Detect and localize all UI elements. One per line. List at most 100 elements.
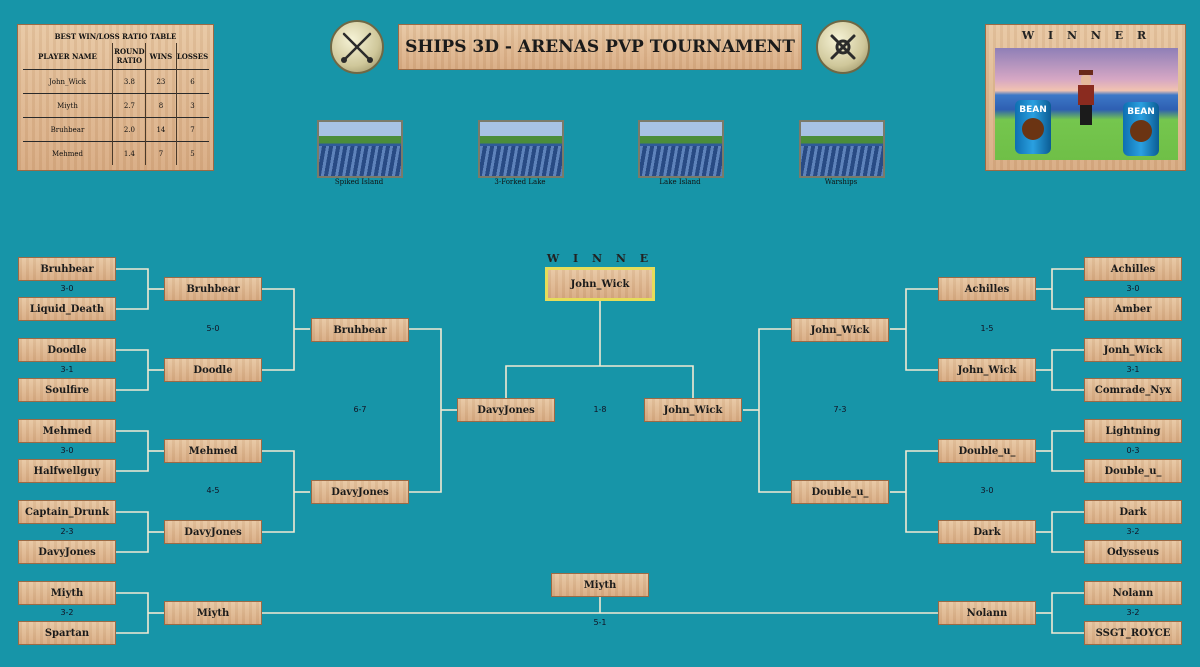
match-score: 3-1: [37, 365, 97, 374]
ratio-table-caption: BEST WIN/LOSS RATIO TABLE: [18, 32, 213, 41]
bracket-slot[interactable]: Jonh_Wick: [1084, 338, 1182, 362]
match-score: 6-7: [330, 405, 390, 414]
match-score: 2-3: [37, 527, 97, 536]
bracket-slot[interactable]: Nolann: [1084, 581, 1182, 605]
bracket-slot[interactable]: John_Wick: [644, 398, 742, 422]
bracket-slot[interactable]: Halfwellguy: [18, 459, 116, 483]
match-score: 3-2: [1103, 608, 1163, 617]
bean-can-left: BEAN: [1015, 100, 1051, 154]
bracket-slot[interactable]: DavyJones: [164, 520, 262, 544]
bracket-slot[interactable]: Doodle: [18, 338, 116, 362]
cell-player: Bruhbear: [23, 118, 113, 142]
bracket-slot[interactable]: SSGT_ROYCE: [1084, 621, 1182, 645]
cell-wins: 23: [146, 70, 176, 94]
bracket-slot[interactable]: Mehmed: [164, 439, 262, 463]
can-label: BEAN: [1121, 107, 1161, 117]
match-score: 3-0: [1103, 284, 1163, 293]
bracket-slot[interactable]: DavyJones: [457, 398, 555, 422]
bracket-slot[interactable]: Captain_Drunk: [18, 500, 116, 524]
cell-ratio: 1.4: [113, 142, 146, 166]
page-title: SHIPS 3D - ARENAS PVP TOURNAMENT: [398, 24, 802, 70]
match-score: 4-5: [183, 486, 243, 495]
map-thumbnail-spiked-island[interactable]: [317, 120, 403, 178]
bracket-slot[interactable]: Soulfire: [18, 378, 116, 402]
winner-character-figure: [1078, 70, 1094, 126]
col-round-ratio: ROUND RATIO: [113, 43, 146, 70]
cell-losses: 7: [176, 118, 208, 142]
bracket-slot[interactable]: Dark: [938, 520, 1036, 544]
bracket-slot[interactable]: Miyth: [164, 601, 262, 625]
col-wins: WINS: [146, 43, 176, 70]
col-player-name: PLAYER NAME: [23, 43, 113, 70]
match-score: 5-0: [183, 324, 243, 333]
cell-losses: 6: [176, 70, 208, 94]
bracket-slot[interactable]: Achilles: [1084, 257, 1182, 281]
match-score: 0-3: [1103, 446, 1163, 455]
bracket-slot[interactable]: John_Wick: [791, 318, 889, 342]
match-score: 5-1: [570, 618, 630, 627]
match-score: 3-2: [1103, 527, 1163, 536]
bracket-slot[interactable]: Spartan: [18, 621, 116, 645]
bracket-slot[interactable]: Nolann: [938, 601, 1036, 625]
bracket-slot[interactable]: Miyth: [18, 581, 116, 605]
match-score: 3-0: [37, 284, 97, 293]
bracket-slot[interactable]: Doodle: [164, 358, 262, 382]
map-label: 3-Forked Lake: [465, 178, 575, 186]
bracket-slot[interactable]: Amber: [1084, 297, 1182, 321]
cell-wins: 8: [146, 94, 176, 118]
col-losses: LOSSES: [176, 43, 208, 70]
map-label: Warships: [786, 178, 896, 186]
bracket-slot[interactable]: Comrade_Nyx: [1084, 378, 1182, 402]
bracket-slot[interactable]: DavyJones: [18, 540, 116, 564]
cell-ratio: 2.0: [113, 118, 146, 142]
cell-player: John_Wick: [23, 70, 113, 94]
bracket-slot[interactable]: Achilles: [938, 277, 1036, 301]
bracket-slot[interactable]: Mehmed: [18, 419, 116, 443]
bracket-slot[interactable]: Double_u_: [791, 480, 889, 504]
champion-slot[interactable]: John_Wick: [545, 267, 655, 301]
map-label: Lake Island: [625, 178, 735, 186]
bracket-slot[interactable]: Bruhbear: [164, 277, 262, 301]
map-label: Spiked Island: [304, 178, 414, 186]
map-thumbnail-warships[interactable]: [799, 120, 885, 178]
cell-wins: 14: [146, 118, 176, 142]
bracket-slot[interactable]: DavyJones: [311, 480, 409, 504]
bracket-slot[interactable]: Double_u_: [1084, 459, 1182, 483]
match-score: 7-3: [810, 405, 870, 414]
cell-losses: 3: [176, 94, 208, 118]
bracket-slot[interactable]: Lightning: [1084, 419, 1182, 443]
bracket-slot[interactable]: Dark: [1084, 500, 1182, 524]
match-score: 3-2: [37, 608, 97, 617]
cell-wins: 7: [146, 142, 176, 166]
match-score: 1-8: [570, 405, 630, 414]
crossed-swords-icon: [816, 20, 870, 74]
bracket-slot[interactable]: Bruhbear: [311, 318, 409, 342]
bracket-slot[interactable]: Double_u_: [938, 439, 1036, 463]
winner-panel: W I N N E R BEAN BEAN: [985, 24, 1186, 171]
map-thumbnail-3-forked-lake[interactable]: [478, 120, 564, 178]
match-score: 3-0: [37, 446, 97, 455]
winner-panel-label: W I N N E R: [986, 29, 1187, 42]
match-score: 1-5: [957, 324, 1017, 333]
ratio-table-panel: BEST WIN/LOSS RATIO TABLE PLAYER NAME RO…: [17, 24, 214, 171]
winner-scene-image: BEAN BEAN: [995, 48, 1178, 160]
bean-can-right: BEAN: [1123, 102, 1159, 156]
bracket-slot[interactable]: Liquid_Death: [18, 297, 116, 321]
crossed-rifles-icon: [330, 20, 384, 74]
bracket-slot[interactable]: Bruhbear: [18, 257, 116, 281]
cell-losses: 5: [176, 142, 208, 166]
cell-ratio: 3.8: [113, 70, 146, 94]
ratio-table: PLAYER NAME ROUND RATIO WINS LOSSES John…: [23, 43, 209, 165]
bracket-slot[interactable]: John_Wick: [938, 358, 1036, 382]
cell-ratio: 2.7: [113, 94, 146, 118]
bracket-slot[interactable]: Odysseus: [1084, 540, 1182, 564]
can-label: BEAN: [1013, 105, 1053, 115]
bracket-slot[interactable]: Miyth: [551, 573, 649, 597]
match-score: 3-0: [957, 486, 1017, 495]
ratio-table-header: PLAYER NAME ROUND RATIO WINS LOSSES: [23, 43, 209, 70]
table-row: John_Wick 3.8 23 6: [23, 70, 209, 94]
match-score: 3-1: [1103, 365, 1163, 374]
cell-player: Miyth: [23, 94, 113, 118]
map-thumbnail-lake-island[interactable]: [638, 120, 724, 178]
table-row: Mehmed 1.4 7 5: [23, 142, 209, 166]
